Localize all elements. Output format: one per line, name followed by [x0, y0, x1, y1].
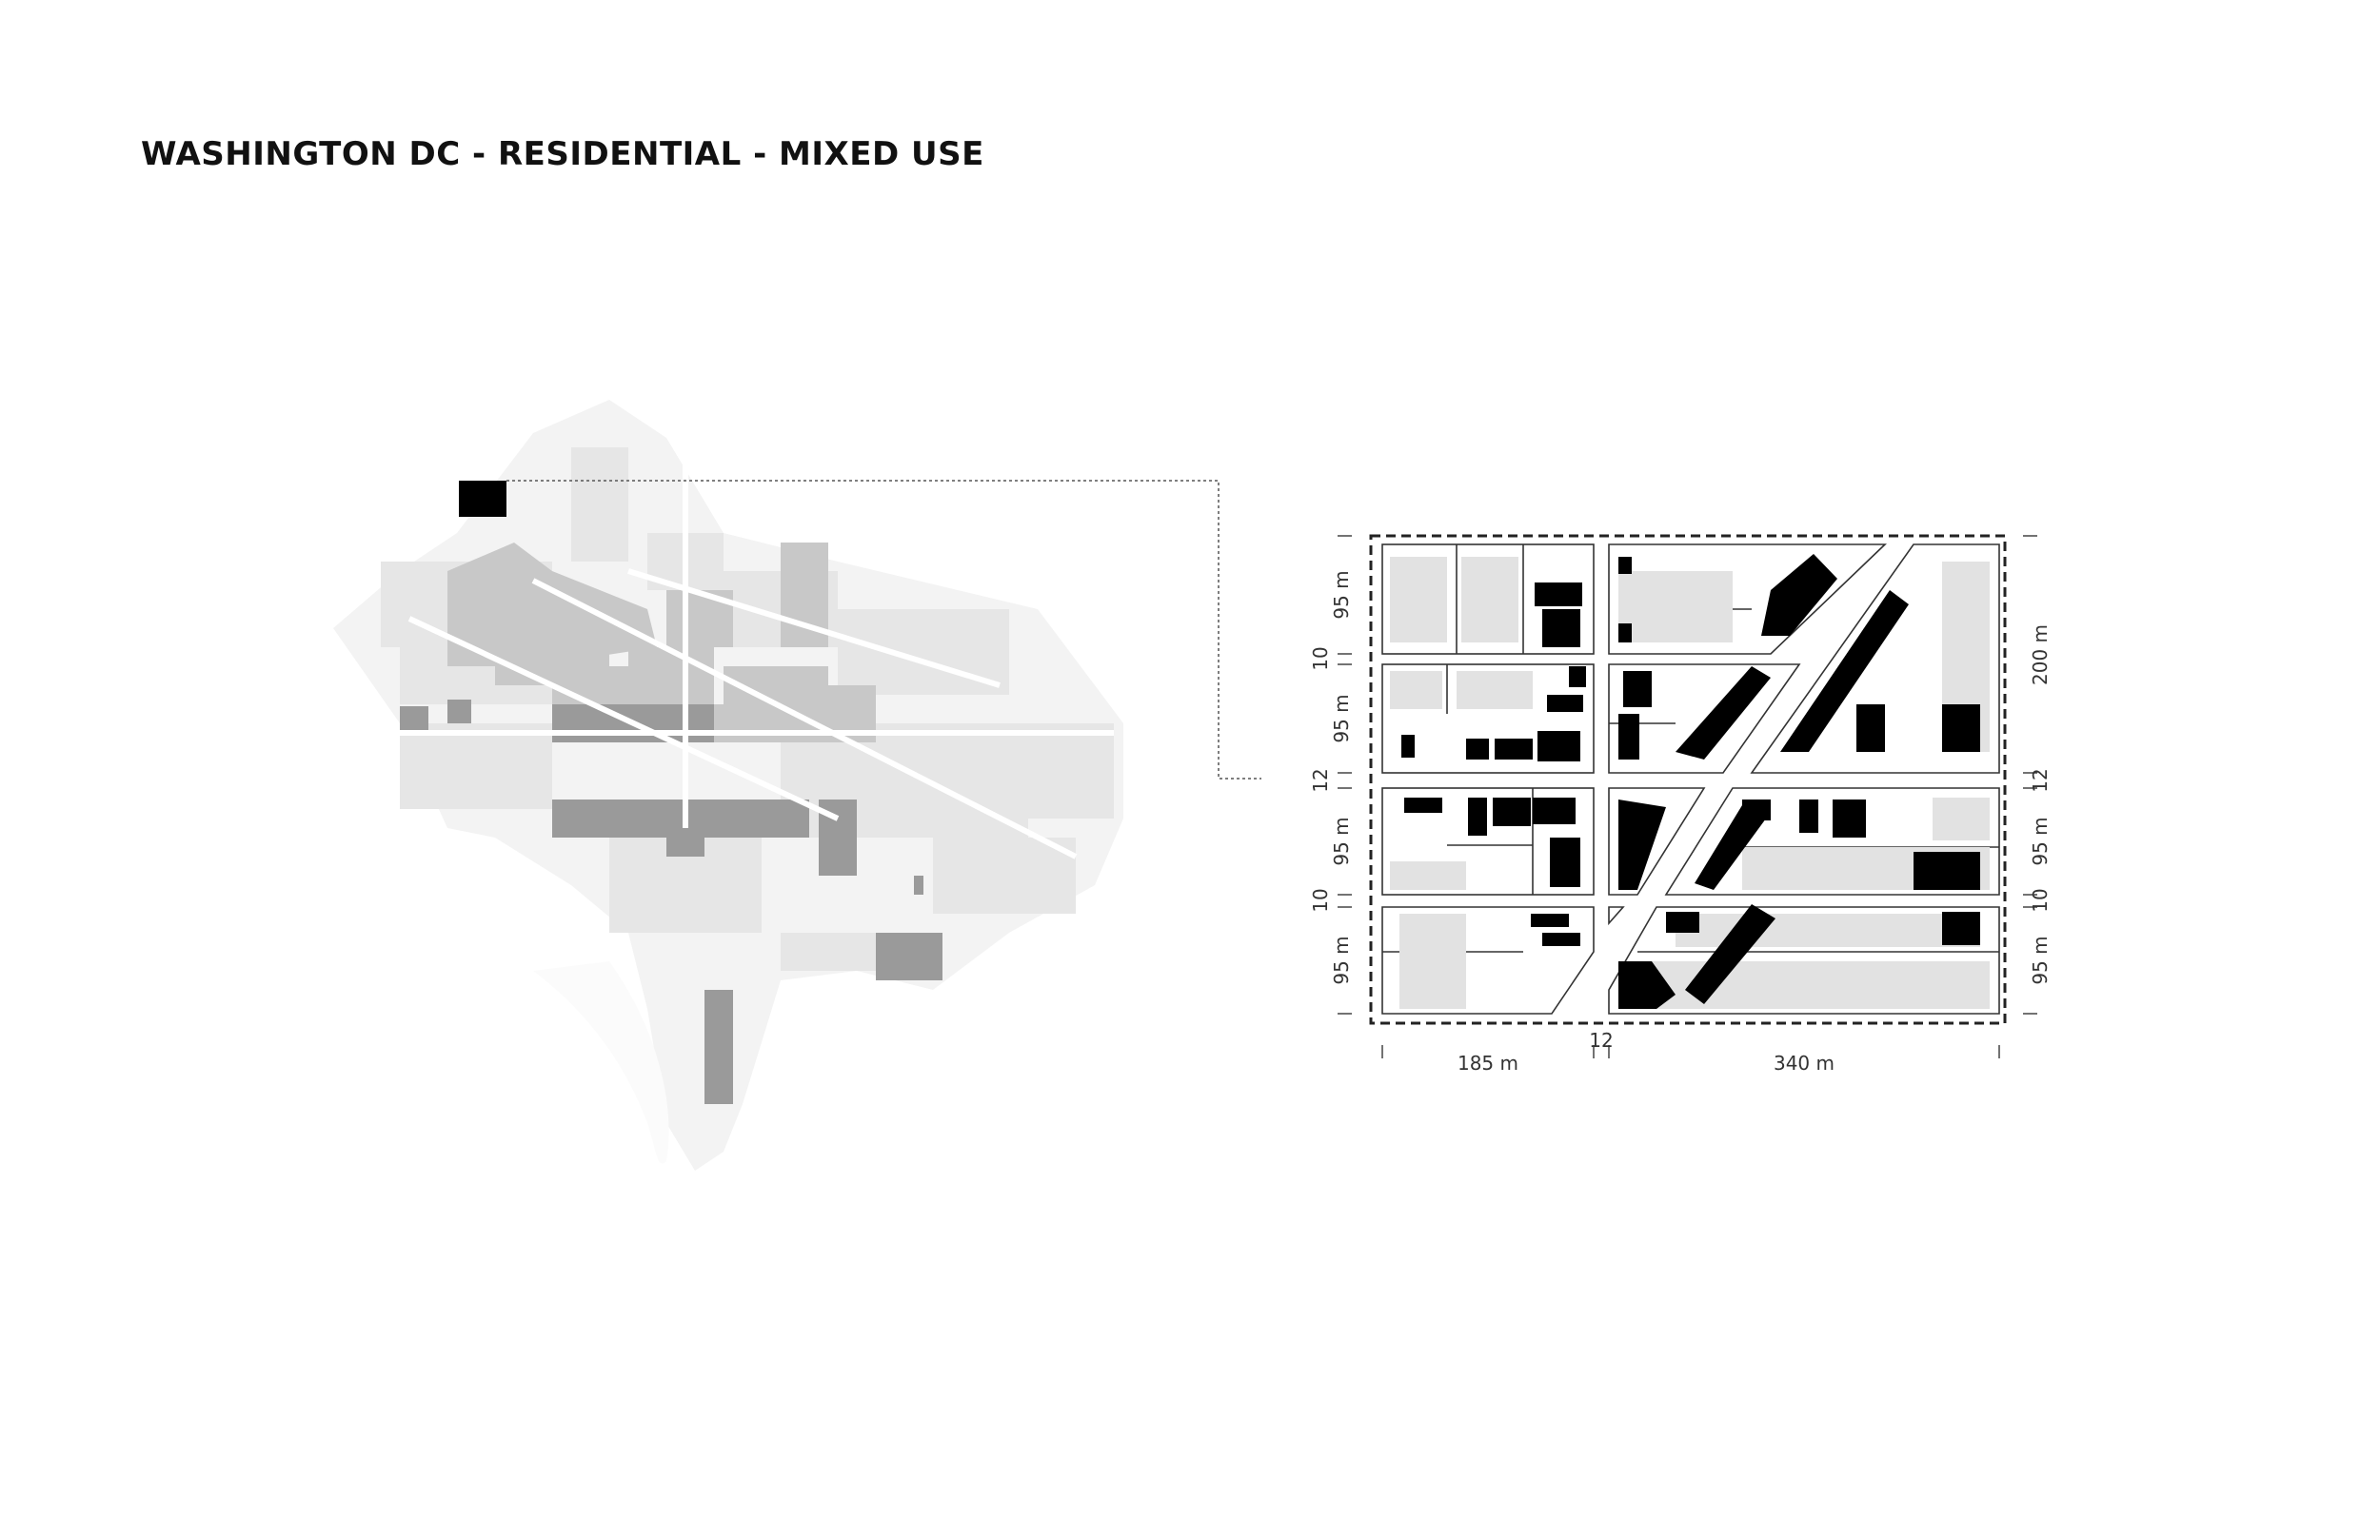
right-dim-label: 12	[2029, 768, 2052, 792]
left-dim-label: 95 m	[1330, 694, 1353, 742]
detail-plan: 95 m 10 95 m 12 95 m 10 95 m 200 m 12 95…	[1309, 534, 2052, 1075]
left-dim-label: 12	[1309, 768, 1332, 792]
left-dim-label: 10	[1309, 646, 1332, 670]
bottom-width-label: 340 m	[1774, 1052, 1835, 1075]
avenues	[400, 438, 1114, 859]
locator-marker-icon[interactable]	[459, 481, 506, 517]
right-dim-label: 95 m	[2029, 936, 2052, 984]
dimension-ticks	[1338, 535, 2037, 1058]
left-dim-label: 10	[1309, 888, 1332, 912]
leader-line-icon	[506, 480, 1261, 780]
bottom-width-label: 185 m	[1458, 1052, 1518, 1075]
bottom-gap-label: 12	[1589, 1029, 1613, 1052]
context-buildings	[1390, 557, 1990, 1009]
right-dimension-labels: 200 m 12 95 m 10 95 m	[2029, 624, 2052, 985]
right-dim-label: 95 m	[2029, 817, 2052, 865]
left-dim-label: 95 m	[1330, 570, 1353, 619]
right-dim-label: 10	[2029, 888, 2052, 912]
sample-boundary-icon	[1369, 534, 2007, 1025]
page-title: WASHINGTON DC - RESIDENTIAL - MIXED USE	[141, 135, 984, 173]
city-map	[333, 400, 1123, 1171]
right-dim-label: 200 m	[2029, 624, 2052, 685]
bottom-dimension-labels: 12 185 m 340 m	[1458, 1029, 1835, 1075]
left-dimension-labels: 95 m 10 95 m 12 95 m 10 95 m	[1309, 570, 1353, 984]
buildings	[1401, 554, 1980, 1009]
left-dim-label: 95 m	[1330, 817, 1353, 865]
river	[533, 961, 669, 1164]
left-dim-label: 95 m	[1330, 936, 1353, 984]
